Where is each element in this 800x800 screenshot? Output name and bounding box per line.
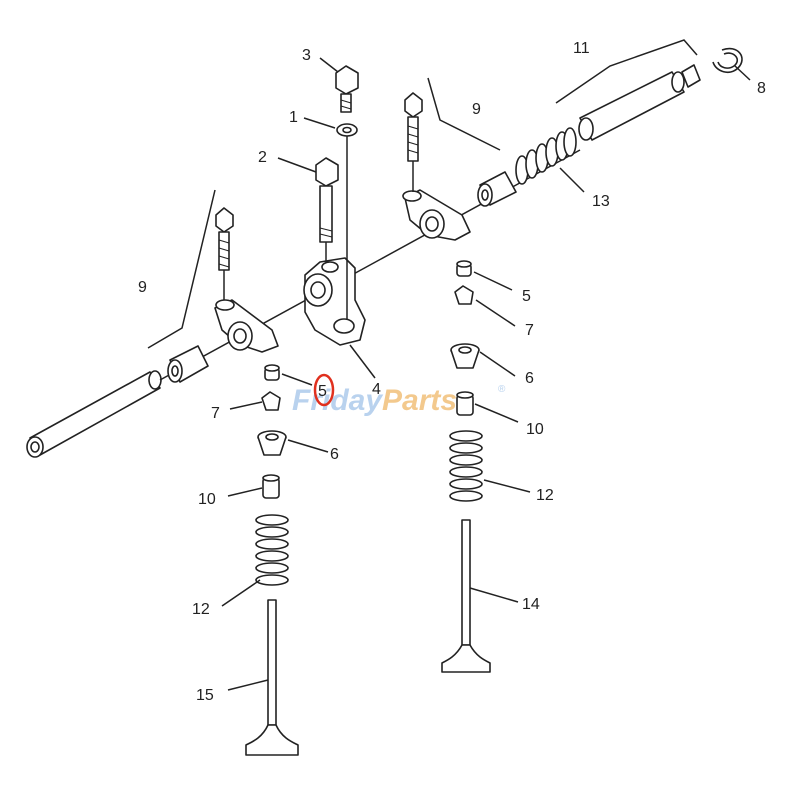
- callout-10-right: 10: [526, 421, 544, 438]
- intake-valve: [441, 519, 491, 673]
- valve-cap-right: [456, 260, 472, 277]
- callout-labels: 3 1 2 4 5 7 6 10 12 15 9 9 11 8 13 5 7 6…: [138, 40, 766, 704]
- callout-15: 15: [196, 687, 214, 704]
- adjusting-screw-right: [404, 92, 423, 192]
- callout-13: 13: [592, 193, 610, 210]
- valve-stem-seal-left: [262, 474, 280, 499]
- bracket-line-9-right: [427, 77, 501, 151]
- shaft-spring: [515, 127, 577, 185]
- callout-9-left: 9: [138, 279, 147, 296]
- callout-11: 11: [573, 40, 590, 57]
- friday-parts-watermark: FridayParts ®: [292, 384, 506, 417]
- exhaust-valve: [245, 599, 299, 756]
- spacer-bushing-left: [167, 345, 209, 383]
- valve-keeper-right: [454, 285, 474, 305]
- spring-retainer-left: [257, 430, 287, 456]
- callout-7-right: 7: [525, 322, 534, 339]
- adjusting-screw-left: [215, 207, 234, 300]
- svg-text:®: ®: [498, 384, 506, 395]
- rocker-bracket: [303, 257, 366, 346]
- bracket-line-9-left: [147, 189, 216, 349]
- callout-12-right: 12: [536, 487, 554, 504]
- leader-lines: [221, 57, 751, 691]
- callout-4: 4: [372, 381, 381, 398]
- callout-7-left: 7: [211, 405, 220, 422]
- rocker-arm-left: [214, 299, 279, 353]
- bracket-line-11: [555, 39, 698, 104]
- washer: [336, 123, 358, 320]
- callout-6-right: 6: [525, 370, 534, 387]
- rocker-shaft-lower: [26, 370, 162, 458]
- svg-text:FridayParts: FridayParts: [292, 384, 457, 417]
- callout-2: 2: [258, 149, 267, 166]
- callout-1: 1: [289, 109, 298, 126]
- callout-9-right: 9: [472, 101, 481, 118]
- valve-spring-left: [255, 514, 289, 586]
- rocker-arm-right: [402, 189, 471, 241]
- callout-10-left: 10: [198, 491, 216, 508]
- bracket-bolt-short: [335, 65, 359, 113]
- spring-retainer-right: [450, 343, 480, 369]
- valve-spring-right: [449, 430, 483, 502]
- bracket-bolt-long: [315, 157, 339, 262]
- callout-8: 8: [757, 80, 766, 97]
- callout-14: 14: [522, 596, 540, 613]
- valve-stem-seal-right: [456, 391, 474, 416]
- spacer-bushing-right: [477, 171, 517, 207]
- callout-6-left: 6: [330, 446, 339, 463]
- callout-12-left: 12: [192, 601, 210, 618]
- callout-5-left: 5: [318, 383, 327, 400]
- highlight-marker: [313, 373, 335, 407]
- rocker-shaft-upper: [578, 64, 701, 141]
- valve-cap-left: [264, 364, 280, 381]
- callout-3: 3: [302, 47, 311, 64]
- callout-5-right: 5: [522, 288, 531, 305]
- valve-keeper-left: [261, 391, 281, 411]
